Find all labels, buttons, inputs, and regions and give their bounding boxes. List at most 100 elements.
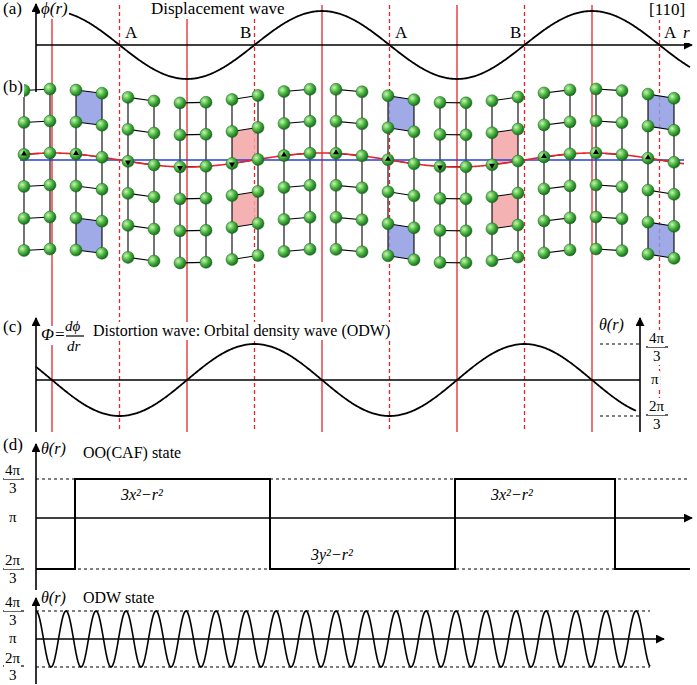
- displacement-arrow: [645, 154, 651, 159]
- atom: [304, 147, 316, 159]
- atom: [356, 118, 368, 130]
- displacement-arrow: [177, 166, 183, 171]
- tick-label: π: [8, 630, 18, 647]
- atom: [382, 154, 394, 166]
- tick-label: 3: [8, 480, 18, 497]
- atom: [278, 118, 290, 130]
- atom: [148, 223, 160, 235]
- atom: [304, 115, 316, 127]
- atom: [278, 86, 290, 98]
- atom: [434, 96, 446, 108]
- tick-label: π: [650, 371, 660, 388]
- atom: [304, 83, 316, 95]
- atom: [564, 212, 576, 224]
- atom: [590, 211, 602, 223]
- atom: [434, 256, 446, 268]
- atom: [70, 180, 82, 192]
- atom: [382, 90, 394, 102]
- atom: [642, 152, 654, 164]
- state-label: OO(CAF) state: [82, 444, 182, 462]
- node-line: [119, 5, 120, 432]
- atom: [538, 247, 550, 259]
- atom: [356, 86, 368, 98]
- site-label: A: [124, 24, 138, 43]
- atom: [590, 179, 602, 191]
- atom: [356, 150, 368, 162]
- displacement-arrow: [489, 164, 495, 169]
- atom: [538, 215, 550, 227]
- square-wave: [36, 479, 690, 569]
- atom: [226, 222, 238, 234]
- atom: [408, 222, 420, 234]
- atom: [486, 191, 498, 203]
- tick-label: 2π: [648, 398, 665, 415]
- atom: [96, 87, 108, 99]
- atom: [642, 120, 654, 132]
- atom: [512, 91, 524, 103]
- atom: [486, 95, 498, 107]
- atom: [538, 151, 550, 163]
- atom: [668, 156, 680, 168]
- atom: [148, 191, 160, 203]
- atom: [70, 116, 82, 128]
- atom: [44, 211, 56, 223]
- atom: [96, 119, 108, 131]
- displacement-arrow: [593, 149, 599, 154]
- atom: [174, 225, 186, 237]
- atom: [642, 216, 654, 228]
- atom: [616, 117, 628, 129]
- atom: [18, 244, 30, 256]
- atom: [408, 94, 420, 106]
- atom: [408, 158, 420, 170]
- atom: [70, 148, 82, 160]
- atom: [226, 94, 238, 106]
- atom: [252, 153, 264, 165]
- displacement-arrow: [73, 150, 79, 155]
- atom: [122, 91, 134, 103]
- extremum-line: [456, 5, 457, 432]
- atom: [252, 89, 264, 101]
- node-line: [524, 5, 525, 432]
- atom: [122, 155, 134, 167]
- atom: [330, 243, 342, 255]
- displacement-arrow: [437, 165, 443, 170]
- atom: [18, 212, 30, 224]
- extremum-line: [321, 5, 322, 432]
- atom: [70, 84, 82, 96]
- atom: [616, 213, 628, 225]
- atom: [616, 149, 628, 161]
- tick-label: 4π: [648, 330, 665, 347]
- atom: [408, 126, 420, 138]
- tick-label: 3: [8, 667, 18, 684]
- atom: [460, 193, 472, 205]
- panel-label: (a): [2, 0, 23, 19]
- atom: [486, 223, 498, 235]
- atom: [668, 220, 680, 232]
- atom: [122, 251, 134, 263]
- atom: [96, 183, 108, 195]
- atom: [278, 150, 290, 162]
- axis-label: θ(r): [598, 316, 625, 334]
- atom: [226, 158, 238, 170]
- atom: [18, 116, 30, 128]
- atom-displacement-curve: [20, 153, 684, 167]
- phi-axis: [35, 4, 37, 92]
- atom: [122, 123, 134, 135]
- panel-label: (c): [2, 318, 23, 337]
- axis-label: r: [682, 24, 691, 43]
- atom: [330, 115, 342, 127]
- atom: [330, 147, 342, 159]
- atom: [304, 243, 316, 255]
- displacement-arrow: [541, 153, 547, 158]
- atom: [590, 115, 602, 127]
- formula: dr: [66, 338, 81, 355]
- atom: [174, 193, 186, 205]
- displacement-curve: [36, 11, 690, 79]
- atom: [668, 92, 680, 104]
- atom: [642, 248, 654, 260]
- tick-label: 2π: [4, 650, 21, 667]
- atom: [616, 85, 628, 97]
- atom: [44, 243, 56, 255]
- atom: [460, 97, 472, 109]
